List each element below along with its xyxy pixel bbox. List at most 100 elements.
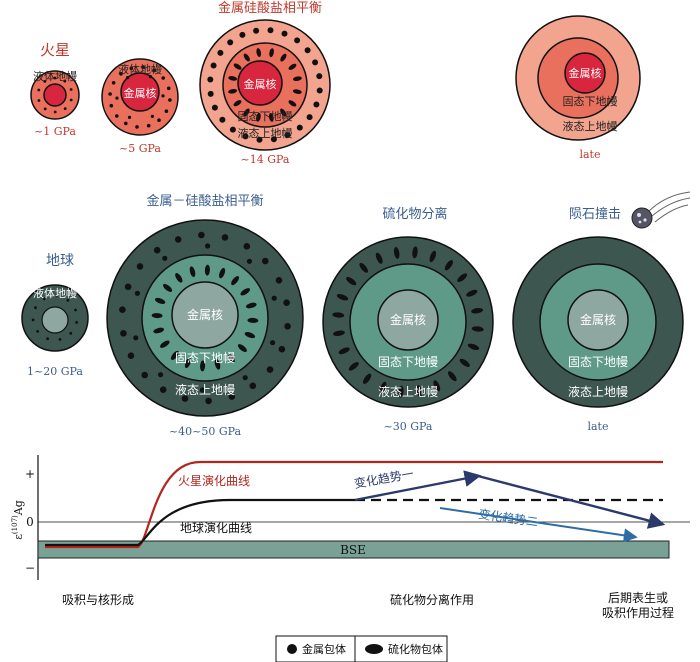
metal-inclusion [256, 136, 263, 143]
sulfide-inclusion [346, 277, 357, 286]
earth-stage4-outer: 液态上地幔 [568, 384, 628, 399]
metal-inclusion [316, 87, 323, 94]
mars-stage3-pressure: ~14 GPa [241, 153, 290, 166]
metal-inclusion [108, 92, 112, 96]
earth-stage1-pressure: 1~20 GPa [27, 365, 83, 378]
metal-inclusion [246, 258, 252, 264]
trend2-arrow [439, 507, 638, 543]
sulfide-inclusion [457, 273, 468, 283]
metal-inclusion [58, 338, 62, 341]
earth-stage2-planet [106, 219, 304, 417]
metal-inclusion [46, 337, 49, 341]
earth-stage3-outer: 液态上地幔 [378, 384, 438, 399]
metal-inclusion [227, 39, 234, 46]
metal-inclusion [296, 124, 303, 131]
sulfide-inclusion [466, 289, 478, 297]
mars-stage2-label: 液体地幔 [118, 62, 162, 76]
metal-inclusion [124, 121, 128, 126]
tick-minus: − [25, 561, 35, 575]
sulfide-inclusion [363, 373, 372, 384]
sulfide-inclusion [379, 381, 387, 394]
sulfide-inclusion [280, 53, 287, 62]
metal-inclusion [275, 277, 283, 284]
sulfide-inclusion [256, 48, 262, 58]
mars-stage2-pressure: ~5 GPa [119, 142, 161, 155]
metal-inclusion [304, 47, 311, 54]
earth-stage3-pressure: ~30 GPa [384, 420, 433, 433]
metal-inclusion [270, 340, 276, 346]
metal-inclusion [229, 126, 236, 133]
phase3-label-line2: 吸积作用过程 [602, 605, 674, 620]
sulfide-inclusion [375, 252, 383, 264]
earth-stage3-planet [322, 236, 494, 408]
mars-stage1-pressure: ~1 GPa [34, 125, 76, 138]
earth-evolution-curve [45, 498, 355, 547]
earth-equilibrium-title: 金属－硅酸盐相平衡 [146, 193, 263, 209]
trend2-label: 变化趋势二 [478, 506, 540, 529]
metal-inclusion [166, 86, 171, 91]
sulfide-inclusion [163, 283, 173, 292]
metal-inclusion [174, 236, 182, 243]
sulfide-inclusion [359, 262, 369, 273]
sulfide-inclusion [393, 246, 400, 259]
sulfide-inclusion [348, 361, 359, 371]
y-axis-label-symbol: Ag [12, 500, 25, 516]
sulfide-inclusion [459, 358, 470, 367]
trend1-arrow-up [354, 470, 482, 502]
mars-stage2-core: 金属核 [124, 86, 157, 100]
earth-impact-title: 陨石撞击 [569, 207, 621, 222]
metal-inclusion-icon [287, 644, 297, 654]
earth-stage4-inner: 固态下地幔 [568, 354, 628, 369]
metal-inclusion [63, 107, 67, 110]
metal-inclusion [31, 318, 35, 322]
sulfide-inclusion [269, 48, 274, 58]
tick-zero: 0 [26, 515, 34, 529]
trend1-label: 变化趋势一 [353, 466, 415, 491]
metal-inclusion [249, 382, 257, 390]
mars-stage4-inner: 固态下地幔 [563, 95, 618, 108]
metal-inclusion [284, 323, 291, 330]
metal-inclusion [221, 234, 229, 241]
metal-inclusion [162, 255, 168, 261]
sulfide-inclusion [332, 330, 345, 337]
metal-inclusion [158, 372, 164, 378]
metal-inclusion [270, 136, 277, 143]
sulfide-inclusion [447, 371, 457, 382]
sulfide-inclusion [227, 353, 235, 364]
sulfide-inclusion [228, 88, 238, 94]
metal-inclusion [281, 30, 288, 37]
metal-inclusion [306, 114, 313, 121]
metal-inclusion [63, 79, 67, 83]
metal-inclusion [53, 110, 57, 114]
metal-inclusion [136, 263, 144, 270]
metal-inclusion [198, 231, 205, 239]
metal-inclusion [69, 331, 73, 335]
phase1-label: 吸积与核形成 [62, 593, 134, 607]
sulfide-inclusion [292, 76, 302, 82]
earth-stage2-inner: 固态下地幔 [175, 350, 235, 365]
earth-stage3-inner: 固态下地幔 [378, 354, 438, 369]
metal-inclusion [126, 76, 130, 80]
metal-inclusion [43, 107, 47, 111]
earth-stage2-pressure: ~40~50 GPa [169, 425, 242, 438]
sulfide-inclusion [243, 108, 250, 117]
sulfide-inclusion [153, 327, 165, 334]
sulfide-inclusion [336, 293, 349, 301]
earth-curve-label: 地球演化曲线 [180, 520, 252, 535]
metal-inclusion [109, 103, 114, 108]
metal-inclusion [253, 27, 260, 34]
metal-inclusion [164, 109, 169, 113]
metal-inclusion [152, 68, 156, 73]
sulfide-inclusion [240, 288, 251, 296]
metal-inclusion [219, 116, 226, 123]
metal-inclusion [207, 90, 214, 97]
mars-evolution-curve [45, 460, 663, 549]
metal-inclusion [284, 132, 291, 139]
phase3-label-line1: 后期表生或 [608, 591, 668, 605]
sulfide-inclusion [245, 302, 257, 309]
sulfide-inclusion [338, 347, 350, 355]
metal-inclusion [168, 98, 172, 102]
sulfide-inclusion [233, 100, 242, 107]
sulfide-inclusion [471, 307, 484, 314]
